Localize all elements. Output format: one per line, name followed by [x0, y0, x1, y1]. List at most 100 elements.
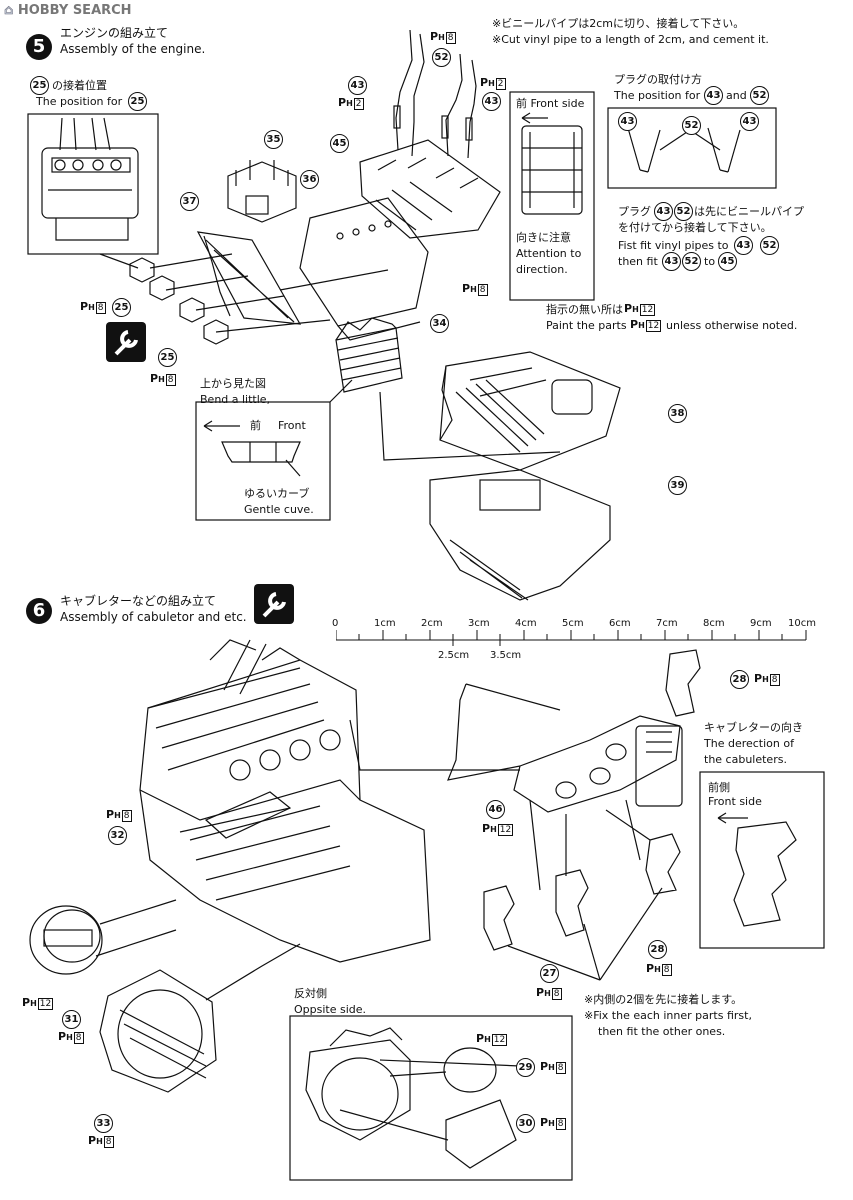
- pos25-jp: の接着位置: [52, 79, 107, 92]
- part-33-callout: 33: [94, 1114, 113, 1133]
- part-37-callout: 37: [180, 192, 199, 211]
- opposite-side-jp: 反対側: [294, 987, 327, 1000]
- part-43-callout: 43: [734, 236, 753, 255]
- step-5-badge: 5: [26, 34, 52, 60]
- plug-note-jp-3: を付けてから接着して下さい。: [618, 221, 772, 234]
- part-34-callout: 34: [430, 314, 449, 333]
- curve-jp: ゆるいカーブ: [244, 487, 310, 500]
- above-view-jp: 上から見た図: [200, 377, 266, 390]
- plug-note-en-1: Fist fit vinyl pipes to: [618, 239, 729, 252]
- part-52-callout: 52: [682, 252, 701, 271]
- paint-note-en-2: unless otherwise noted.: [666, 319, 798, 332]
- ruler-label: 6cm: [609, 618, 631, 629]
- ruler-label: 7cm: [656, 618, 678, 629]
- attention-jp: 向きに注意: [516, 231, 571, 244]
- ruler-half-label: 3.5cm: [490, 650, 522, 661]
- plug-position-jp: プラグの取付け方: [614, 73, 702, 86]
- paint-note-jp: 指示の無い所は: [546, 303, 623, 316]
- part-30-callout: 30: [516, 1114, 535, 1133]
- ruler-label: 10cm: [788, 618, 816, 629]
- part-52-callout: 52: [674, 202, 693, 221]
- wrench-icon: [106, 322, 146, 362]
- part-32-callout: 32: [108, 826, 127, 845]
- attention-en-2: direction.: [516, 263, 568, 276]
- carb-direction-en-2: the cabuleters.: [704, 753, 787, 766]
- step-6-title-jp: キャブレターなどの組み立て: [60, 594, 217, 608]
- plug-and: and: [726, 89, 747, 102]
- part-35-callout: 35: [264, 130, 283, 149]
- wrench-icon: [254, 584, 294, 624]
- plug-position-en: The position for: [614, 89, 701, 102]
- ruler-label: 2cm: [421, 618, 443, 629]
- step-5-title-jp: エンジンの組み立て: [60, 26, 169, 40]
- part-28-callout: 28: [730, 670, 749, 689]
- attention-en-1: Attention to: [516, 247, 582, 260]
- part-52-callout: 52: [682, 116, 701, 135]
- ruler-label: 0: [332, 618, 339, 629]
- part-45-callout: 45: [718, 252, 737, 271]
- ruler-label: 4cm: [515, 618, 537, 629]
- inset-25-frame: [27, 113, 159, 255]
- scale-ruler: 0 1cm 2cm 3cm 4cm 5cm 6cm 7cm 8cm 9cm 10…: [332, 616, 816, 672]
- pos25-en: The position for: [36, 95, 123, 108]
- vinyl-note-en: ※Cut vinyl pipe to a length of 2cm, and …: [492, 33, 769, 46]
- part-29-callout: 29: [516, 1058, 535, 1077]
- front-side-en: Front side: [708, 795, 762, 808]
- part-45-callout: 45: [330, 134, 349, 153]
- carb-direction-jp: キャブレターの向き: [704, 721, 803, 734]
- ruler-label: 1cm: [374, 618, 396, 629]
- carb-direction-en-1: The derection of: [704, 737, 794, 750]
- part-52-callout: 52: [760, 236, 779, 255]
- part-31-callout: 31: [62, 1010, 81, 1029]
- part-25-callout: 25: [158, 348, 177, 367]
- logo-mark: ⌂: [4, 3, 18, 19]
- part-43-callout: 43: [348, 76, 367, 95]
- part-25-callout: 25: [128, 92, 147, 111]
- inner-parts-en-1: ※Fix the each inner parts first,: [584, 1009, 752, 1022]
- front-side-jp: 前側: [708, 781, 730, 794]
- part-52-callout: 52: [750, 86, 769, 105]
- part-46-callout: 46: [486, 800, 505, 819]
- part-25-callout: 25: [30, 76, 49, 95]
- ruler-label: 9cm: [750, 618, 772, 629]
- vinyl-note-jp: ※ビニールパイプは2cmに切り、接着して下さい。: [492, 17, 745, 30]
- part-28-callout: 28: [648, 940, 667, 959]
- ruler-label: 5cm: [562, 618, 584, 629]
- ruler-graphic: [336, 630, 807, 646]
- front-label-jp: 前: [250, 419, 261, 432]
- part-39-callout: 39: [668, 476, 687, 495]
- curve-en: Gentle cuve.: [244, 503, 314, 516]
- inner-parts-jp: ※内側の2個を先に接着します。: [584, 993, 743, 1006]
- front-label-en: Front: [278, 419, 306, 432]
- part-38-callout: 38: [668, 404, 687, 423]
- step-6-title-en: Assembly of cabuletor and etc.: [60, 610, 247, 624]
- part-43-callout: 43: [704, 86, 723, 105]
- part-43-callout: 43: [482, 92, 501, 111]
- watermark-text: HOBBY SEARCH: [17, 3, 132, 18]
- part-27-callout: 27: [540, 964, 559, 983]
- paint-note-en-1: Paint the parts: [546, 319, 627, 332]
- part-25-callout: 25: [112, 298, 131, 317]
- inner-parts-en-2: then fit the other ones.: [598, 1025, 726, 1038]
- part-43-callout: 43: [662, 252, 681, 271]
- ruler-label: 8cm: [703, 618, 725, 629]
- step-6-badge: 6: [26, 598, 52, 624]
- plug-note-en-2: then fit: [618, 255, 658, 268]
- part-52-callout: 52: [432, 48, 451, 67]
